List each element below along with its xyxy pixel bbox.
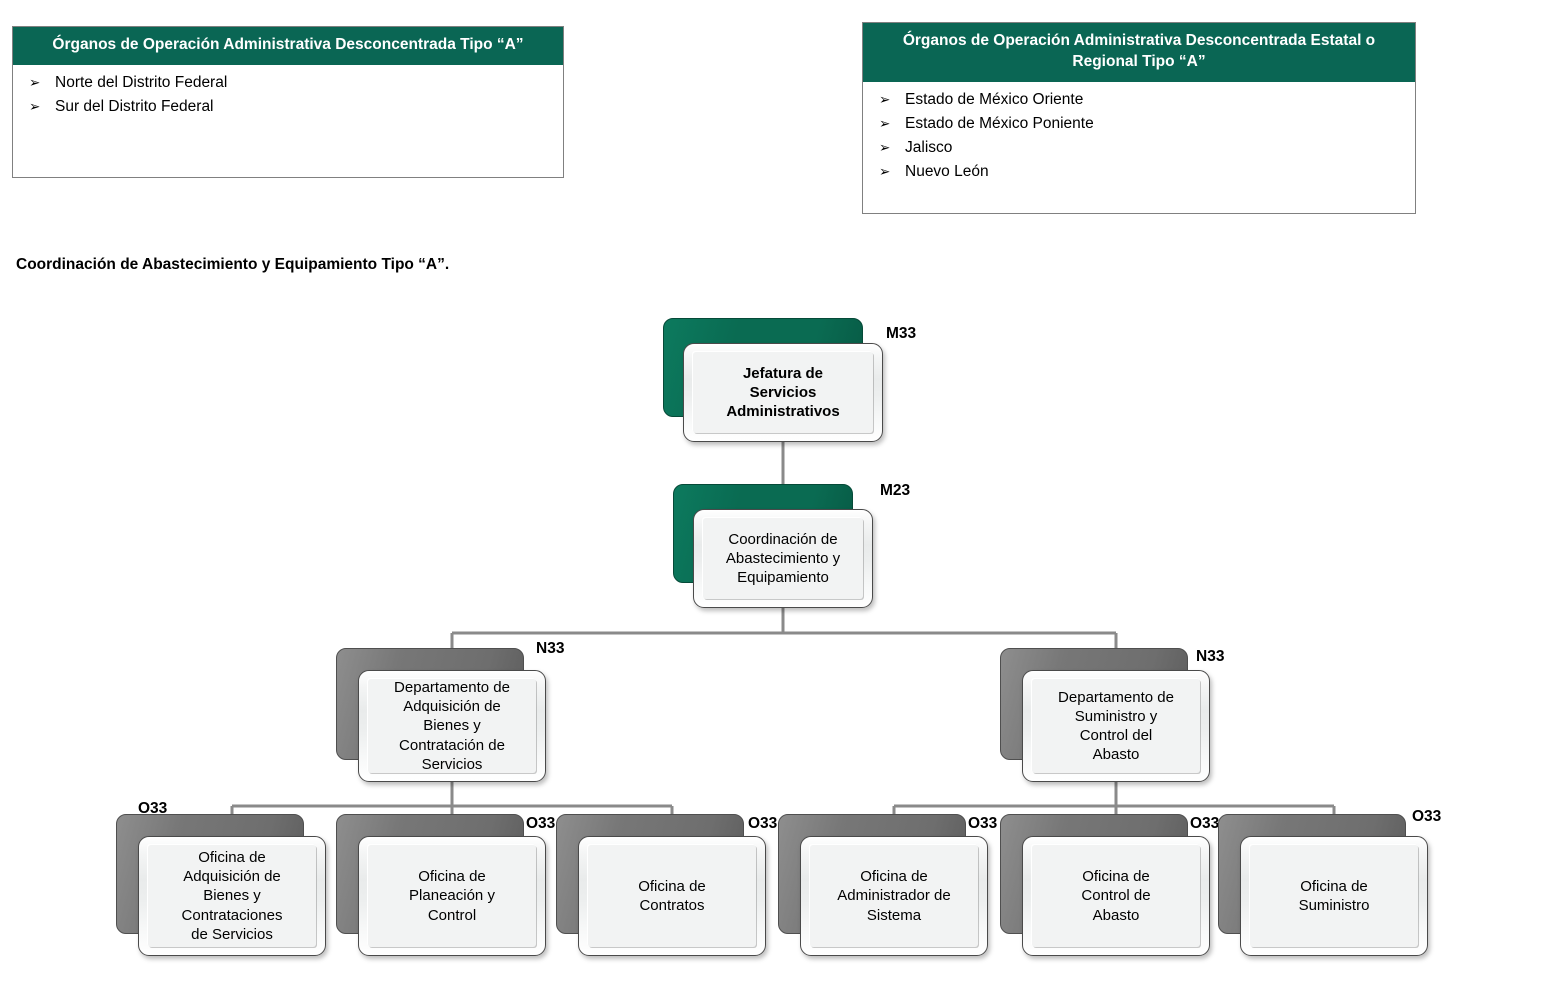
node-face: Oficina de Administrador de Sistema: [800, 836, 988, 956]
org-node-n33-sum: Departamento de Suministro y Control del…: [1000, 648, 1188, 760]
node-face: Jefatura de Servicios Administrativos: [683, 343, 883, 442]
node-label: Oficina de Administrador de Sistema: [829, 867, 958, 925]
node-face: Departamento de Suministro y Control del…: [1022, 670, 1210, 782]
node-code-label: M23: [880, 482, 910, 500]
node-code-label: O33: [968, 815, 997, 833]
node-label: Departamento de Adquisición de Bienes y …: [386, 678, 518, 774]
node-label: Oficina de Suministro: [1291, 877, 1378, 915]
org-node-n33-adq: Departamento de Adquisición de Bienes y …: [336, 648, 524, 760]
node-label: Coordinación de Abastecimiento y Equipam…: [718, 530, 848, 588]
node-label: Oficina de Adquisición de Bienes y Contr…: [174, 848, 291, 944]
node-code-label: O33: [1412, 808, 1441, 826]
org-node-o33-adq: Oficina de Adquisición de Bienes y Contr…: [116, 814, 304, 934]
node-face: Oficina de Planeación y Control: [358, 836, 546, 956]
org-node-m23: Coordinación de Abastecimiento y Equipam…: [673, 484, 853, 583]
node-code-label: O33: [748, 815, 777, 833]
org-node-o33-contr: Oficina de Contratos: [556, 814, 744, 934]
org-node-o33-plan: Oficina de Planeación y Control: [336, 814, 524, 934]
node-code-label: N33: [536, 640, 564, 658]
node-code-label: O33: [1190, 815, 1219, 833]
node-code-label: O33: [138, 800, 167, 818]
node-label: Oficina de Planeación y Control: [401, 867, 503, 925]
node-code-label: O33: [526, 815, 555, 833]
node-label: Oficina de Contratos: [630, 877, 714, 915]
node-label: Jefatura de Servicios Administrativos: [718, 364, 847, 422]
node-face: Coordinación de Abastecimiento y Equipam…: [693, 509, 873, 608]
org-node-o33-suministro: Oficina de Suministro: [1218, 814, 1406, 934]
org-node-o33-admin: Oficina de Administrador de Sistema: [778, 814, 966, 934]
node-label: Oficina de Control de Abasto: [1073, 867, 1158, 925]
node-code-label: M33: [886, 325, 916, 343]
node-face: Oficina de Control de Abasto: [1022, 836, 1210, 956]
node-face: Oficina de Adquisición de Bienes y Contr…: [138, 836, 326, 956]
node-face: Oficina de Contratos: [578, 836, 766, 956]
node-code-label: N33: [1196, 648, 1224, 666]
node-face: Oficina de Suministro: [1240, 836, 1428, 956]
node-face: Departamento de Adquisición de Bienes y …: [358, 670, 546, 782]
node-label: Departamento de Suministro y Control del…: [1050, 688, 1182, 765]
org-node-o33-control: Oficina de Control de Abasto: [1000, 814, 1188, 934]
org-node-m33: Jefatura de Servicios Administrativos: [663, 318, 863, 417]
